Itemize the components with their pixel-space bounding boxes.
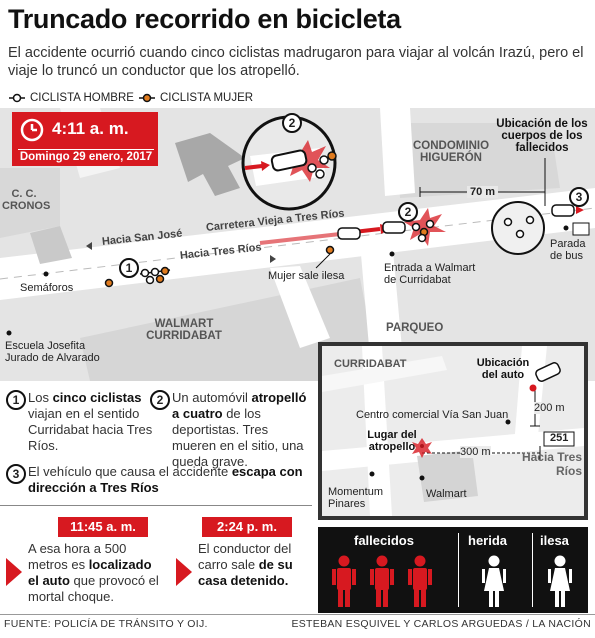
person-deceased-icon [408,555,432,607]
label-herida: herida [468,533,508,548]
note-bold: cinco ciclistas [52,390,142,405]
label-entrada-walmart: Entrada a Walmart de Curridabat [384,262,476,286]
accident-date: Domingo 29 enero, 2017 [18,149,154,163]
divider [458,533,459,607]
marker-number: 1 [119,258,139,278]
footer-credits: ESTEBAN ESQUIVEL Y CARLOS ARGUEDAS / LA … [291,618,591,630]
car-icon [337,227,361,240]
marker-1: 1 [119,258,139,278]
timeline-text-1: A esa hora a 500 metros es localizado el… [28,541,164,605]
casualties-box: fallecidos herida ilesa [318,527,588,613]
label-condominio: CONDOMINIO HIGUERÓN [412,140,490,164]
male-cyclist-icon [9,93,25,103]
note-pre: Los [28,390,53,405]
legend-male: CICLISTA HOMBRE [8,92,134,104]
timeline-post: que provocó el mortal choque. [28,573,159,604]
note-pre: Un automóvil [172,390,252,405]
note-number: 2 [150,390,170,410]
inset-label-curridabat: CURRIDABAT [334,358,407,370]
note-post: de los deportistas. Tres mueren en el si… [172,406,304,469]
timeline-bold: de su casa detenido. [198,557,293,588]
note-2: 2 Un automóvil atropelló a cuatro de los… [150,390,314,470]
divider [0,505,312,506]
subtitle: El accidente ocurrió cuando cinco ciclis… [8,45,584,79]
note-pre: El vehículo que causa el accidente [28,464,232,479]
legend-male-label: CICLISTA HOMBRE [30,92,134,104]
note-1: 1 Los cinco ciclistas viajan en el senti… [6,390,154,454]
timeline-pre: El conductor del carro sale [198,541,292,572]
inset-label-ubicacion-auto: Ubicación del auto [476,357,530,381]
marker-number: 2 [282,113,302,133]
note-text: Un automóvil atropelló a cuatro de los d… [172,390,314,470]
label-parqueo: PARQUEO [386,322,444,334]
inset-label-251: 251 [550,432,569,444]
timeline-bold: localizado el auto [28,557,152,588]
note-number: 3 [6,464,26,484]
accident-time: 4:11 a. m. [52,119,129,138]
timeline-time-2: 2:24 p. m. [202,517,292,537]
note-3: 3 El vehículo que causa el accidente esc… [6,464,306,496]
time-box: 4:11 a. m. Domingo 29 enero, 2017 [12,112,158,166]
timeline-text-2: El conductor del carro sale de su casa d… [198,541,310,589]
marker-3: 3 [569,187,589,207]
inset-streets [322,346,584,516]
car-icon [551,204,575,217]
label-escuela: Escuela Josefita Jurado de Alvarado [5,340,100,364]
timeline-pre: A esa hora a 500 metros es [28,541,127,572]
note-bold: atropelló a cuatro [172,390,307,421]
label-fallecidos: fallecidos [354,533,414,548]
label-walmart-curridabat: WALMART CURRIDABAT [146,318,222,342]
label-mujer-ilesa: Mujer sale ilesa [268,270,345,282]
note-number: 1 [6,390,26,410]
label-ubicacion-cuerpos: Ubicación de los cuerpos de los fallecid… [496,118,588,154]
page-title: Truncado recorrido en bicicleta [8,4,401,34]
inset-label-300m: 300 m [460,446,491,458]
label-semaforos: Semáforos [20,282,74,294]
arrow-right-icon [6,558,22,591]
note-post: viajan en el sentido Curridabat hacia Tr… [28,406,153,453]
footer-source: FUENTE: POLICÍA DE TRÁNSITO Y OIJ. [4,618,208,630]
footer-divider [0,614,595,615]
inset-label-lugar-atropello: Lugar del atropello [367,429,417,453]
marker-number: 3 [569,187,589,207]
inset-label-hacia-tres-rios: Hacia Tres Ríos [521,450,582,478]
note-text: El vehículo que causa el accidente escap… [28,464,306,496]
marker-2-zoom: 2 [282,113,302,133]
label-parada-bus: Parada de bus [550,238,586,262]
inset-label-centro-comercial: Centro comercial Vía San Juan [356,409,509,421]
person-deceased-icon [370,555,394,607]
clock-icon [20,118,44,142]
legend-female-label: CICLISTA MUJER [160,92,254,104]
inset-map: CURRIDABAT Ubicación del auto Centro com… [318,342,588,520]
inset-label-200m: 200 m [534,402,565,414]
arrow-right-icon [176,558,192,591]
marker-number: 2 [398,202,418,222]
note-bold: escapa con dirección a Tres Ríos [28,464,303,495]
legend-female: CICLISTA MUJER [138,92,253,104]
inset-label-walmart: Walmart [426,488,467,500]
timeline-time-1: 11:45 a. m. [58,517,148,537]
marker-2: 2 [398,202,418,222]
label-distance-70m: 70 m [467,186,499,198]
note-text: Los cinco ciclistas viajan en el sentido… [28,390,154,454]
divider [532,533,533,607]
label-cc-cronos: C. C. CRONOS [2,188,51,212]
car-icon [382,221,406,234]
woman-unharmed-icon [548,555,572,607]
label-ilesa: ilesa [540,533,569,548]
inset-label-momentum: Momentum Pinares [328,486,384,510]
person-deceased-icon [332,555,356,607]
female-cyclist-icon [139,93,155,103]
woman-injured-icon [482,555,506,607]
